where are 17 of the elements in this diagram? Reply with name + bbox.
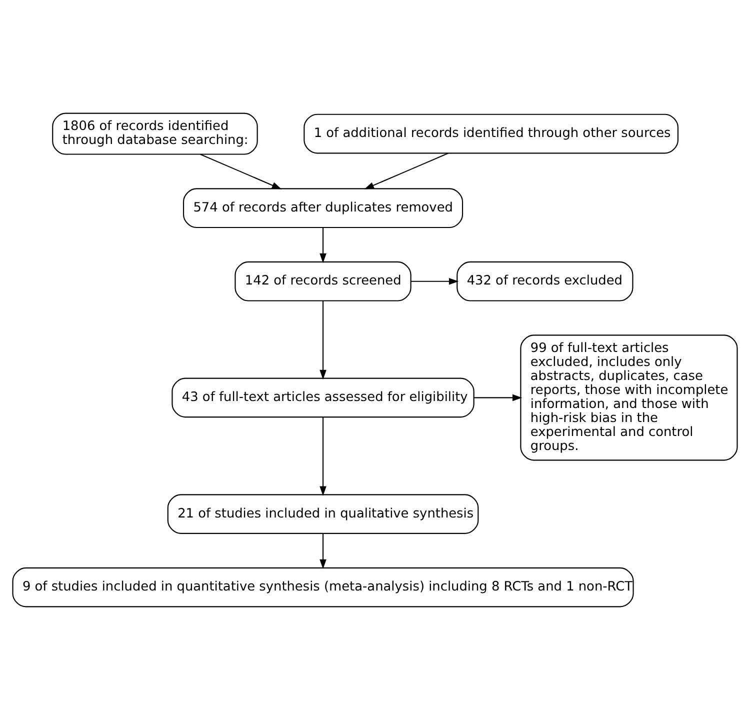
arrow <box>364 152 448 189</box>
node-box: 99 of full-text articles excluded, includes only abstracts, duplicates, case reports, those with incomplete information, and those with high-risk bias in the experimental and control groups. <box>520 334 738 460</box>
node-box: 1 of additional records identified through other sources <box>304 113 679 154</box>
arrow <box>200 153 282 189</box>
arrow <box>320 300 326 380</box>
node-box: 43 of full-text articles assessed for eligibility <box>172 377 474 418</box>
arrow <box>320 227 326 263</box>
node-box: 432 of records excluded <box>456 260 634 301</box>
node-box: 1806 of records identified through database searching: <box>52 112 258 154</box>
arrow <box>474 394 522 401</box>
arrow <box>320 533 326 569</box>
node-box: 21 of studies included in qualitative synthesis <box>167 494 479 534</box>
arrow <box>320 416 326 496</box>
node-box: 574 of records after duplicates removed <box>182 188 464 228</box>
node-box: 9 of studies included in quantitative synthesis (meta-analysis) including 8 RCTs and 1 non-RCT <box>12 566 634 607</box>
node-box: 142 of records screened <box>234 260 412 301</box>
arrow <box>411 277 459 284</box>
